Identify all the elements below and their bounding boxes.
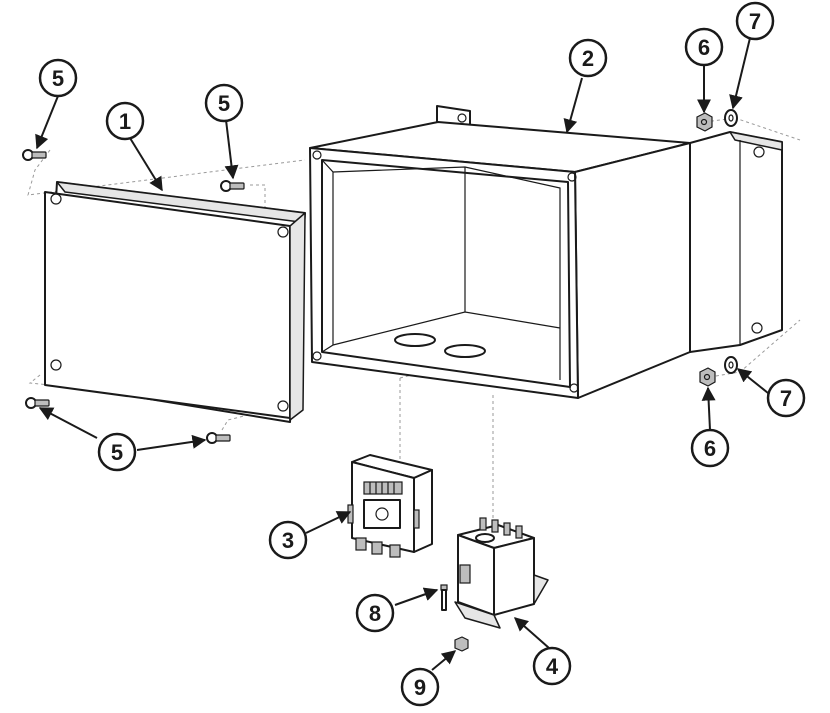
callout-9: 9 (400, 667, 440, 707)
svg-text:6: 6 (698, 35, 710, 60)
nut-icon (454, 636, 469, 652)
hole-icon (277, 226, 289, 238)
contactor (454, 517, 549, 629)
screw-icon (25, 397, 50, 409)
leader-lines (35, 37, 769, 671)
screw-icon (206, 432, 231, 444)
bolt-icon (440, 584, 448, 611)
hole-icon (277, 400, 289, 412)
callout-8: 8 (355, 593, 395, 633)
callout-4: 4 (532, 646, 572, 686)
nut-icon (699, 367, 716, 387)
svg-text:8: 8 (369, 601, 381, 626)
svg-text:5: 5 (111, 440, 123, 465)
hole-icon (50, 193, 62, 205)
nut-icon (696, 112, 713, 132)
callout-2: 2 (568, 38, 608, 78)
screw-icon (220, 180, 245, 192)
svg-text:1: 1 (119, 109, 131, 134)
relay-module (347, 454, 433, 558)
callout-5-bottom: 5 (97, 432, 137, 472)
callout-7-bottom: 7 (766, 378, 806, 418)
svg-text:5: 5 (218, 91, 230, 116)
svg-text:9: 9 (414, 675, 426, 700)
svg-text:4: 4 (546, 654, 559, 679)
svg-text:5: 5 (52, 66, 64, 91)
callout-1: 1 (105, 101, 145, 141)
enclosure-box (309, 105, 783, 399)
svg-text:7: 7 (780, 386, 792, 411)
svg-text:3: 3 (282, 528, 294, 553)
callout-6-bottom: 6 (690, 428, 730, 468)
washer-icon (724, 356, 738, 374)
svg-text:7: 7 (749, 9, 761, 34)
svg-text:2: 2 (582, 46, 594, 71)
callout-7-top: 7 (735, 1, 775, 41)
callout-6-top: 6 (684, 27, 724, 67)
hole-icon (50, 359, 62, 371)
callout-5-top-center: 5 (204, 83, 244, 123)
svg-text:6: 6 (704, 436, 716, 461)
screw-icon (22, 149, 47, 161)
callout-3: 3 (268, 520, 308, 560)
callout-5-top-left: 5 (38, 58, 78, 98)
washer-icon (724, 109, 738, 127)
cover-plate (44, 181, 306, 423)
